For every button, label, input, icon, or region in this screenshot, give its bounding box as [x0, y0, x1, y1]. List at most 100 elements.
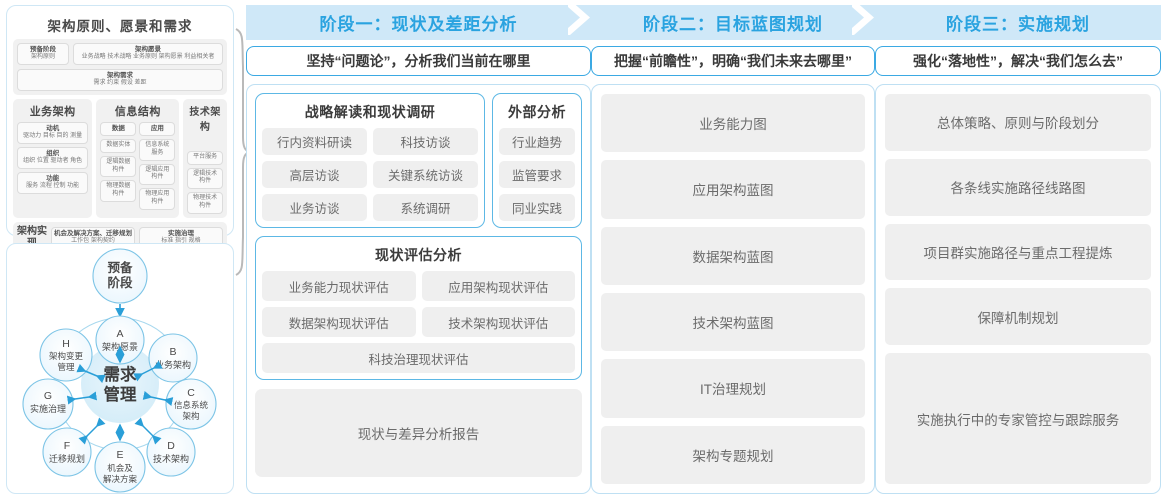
adm-node-a-key: A	[116, 328, 123, 340]
chip-item[interactable]: 架构专题规划	[601, 425, 865, 484]
chip-item[interactable]: 行业趋势	[499, 128, 575, 155]
chip-item[interactable]: 科技治理现状评估	[262, 343, 575, 373]
adm-node-e-label-line2: 解决方案	[103, 474, 138, 484]
chip-item[interactable]: 数据架构蓝图	[601, 226, 865, 285]
adm-node-c-label-line1: 信息系统	[174, 400, 209, 410]
togaf-item: 物理技术构件	[187, 192, 223, 214]
togaf-column-technology: 技术架构 平台服务 逻辑技术构件 物理技术构件	[183, 98, 227, 218]
phase-banner-2-label: 阶段二：目标蓝图规划	[643, 15, 823, 34]
chip-item[interactable]: 行内资料研读	[262, 128, 367, 155]
group-strategy-research: 战略解读和现状调研 行内资料研读 科技访谈 高层访谈 关键系统访谈 业务访谈 系…	[255, 93, 485, 228]
chip-item[interactable]: 监管要求	[499, 161, 575, 188]
togaf-cell-requirements: 架构需求 需求 约束 假设 差距	[17, 68, 223, 91]
adm-node-e	[94, 441, 146, 493]
togaf-impl-title: 机会及解决方案、迁移规划	[54, 229, 132, 237]
group-current-state-assessment: 现状评估分析 业务能力现状评估 应用架构现状评估 数据架构现状评估 技术架构现状…	[255, 236, 582, 380]
adm-node-g-label: 实施治理	[30, 403, 66, 414]
phase-subtitle-3: 强化“落地性”，解决“我们怎么去”	[875, 46, 1161, 76]
togaf-column-title: 技术架构	[189, 106, 221, 133]
adm-node-f	[42, 427, 92, 477]
togaf-item: 信息系统服务	[139, 138, 176, 161]
chip-item[interactable]: 各条线实施路径线路图	[885, 158, 1151, 216]
adm-cycle-svg: 预备 阶段 需求 管理 A 架构愿景 B 业务架构	[22, 248, 217, 493]
chip-item[interactable]: 业务访谈	[262, 194, 367, 221]
chip-item[interactable]: 关键系统访谈	[373, 161, 478, 188]
adm-node-e-label-line1: 机会及	[107, 463, 133, 473]
togaf-item: 组织 组织 位置 驱动者 角色	[17, 146, 89, 169]
adm-node-c-label-line2: 架构	[182, 411, 199, 421]
chip-item[interactable]: 高层访谈	[262, 161, 367, 188]
adm-node-preliminary	[92, 248, 148, 304]
chip-item[interactable]: 科技访谈	[373, 128, 478, 155]
togaf-cell-sub: 需求 约束 假设 差距	[93, 80, 147, 87]
togaf-cell-sub: 业务战略 技术战略 业务原则 架构愿景 利益相关者	[81, 54, 215, 61]
chip-item[interactable]: 数据架构现状评估	[262, 307, 416, 337]
togaf-item: 逻辑技术构件	[187, 167, 223, 190]
togaf-item-sub: 物理技术构件	[193, 195, 218, 210]
adm-center-line2: 管理	[104, 384, 138, 404]
adm-node-e-key: E	[116, 449, 123, 461]
togaf-item-title: 功能	[46, 174, 60, 182]
togaf-item: 逻辑数据构件	[100, 155, 137, 178]
adm-node-a	[95, 315, 145, 365]
togaf-item: 动机 驱动力 目标 目的 测量	[17, 121, 89, 144]
chip-item[interactable]: 应用架构蓝图	[601, 160, 865, 219]
phase-1-report[interactable]: 现状与差异分析报告	[255, 389, 582, 477]
togaf-cell-vision: 架构愿景 业务战略 技术战略 业务原则 架构愿景 利益相关者	[73, 43, 223, 65]
togaf-item-title: 组织	[46, 149, 60, 157]
chip-item[interactable]: 保障机制规划	[885, 288, 1151, 346]
togaf-impl-sub: 标准 指引 规格	[161, 237, 201, 244]
chip-item[interactable]: 业务能力现状评估	[262, 271, 416, 301]
togaf-item-sub: 信息系统服务	[145, 141, 170, 156]
phase-banner-3-label: 阶段三：实施规划	[946, 15, 1090, 34]
adm-node-d	[146, 427, 196, 477]
adm-node-f-key: F	[64, 440, 70, 452]
togaf-impl-sub: 工作包 架构契约	[71, 237, 115, 244]
group-external-analysis-title: 外部分析	[508, 104, 566, 120]
group-external-analysis: 外部分析 行业趋势 监管要求 同业实践	[492, 93, 582, 228]
adm-node-b	[148, 333, 198, 383]
adm-cycle-panel: 预备 阶段 需求 管理 A 架构愿景 B 业务架构	[6, 243, 234, 494]
togaf-impl-title: 实施治理	[168, 229, 194, 237]
adm-node-d-key: D	[167, 440, 175, 452]
adm-node-g-key: G	[44, 390, 52, 402]
adm-node-h-key: H	[62, 338, 70, 350]
chip-item[interactable]: 业务能力图	[601, 94, 865, 153]
togaf-item: 功能 服务 流程 控制 功能	[17, 171, 89, 194]
chip-item[interactable]: 项目群实施路径与重点工程提炼	[885, 223, 1151, 281]
adm-node-b-label: 业务架构	[155, 359, 191, 370]
chip-item[interactable]: 应用架构现状评估	[421, 271, 575, 301]
togaf-item-sub: 平台服务	[193, 153, 218, 160]
phase-subtitle-2: 把握“前瞻性”，明确“我们未来去哪里”	[591, 46, 875, 76]
togaf-column-title: 信息结构	[114, 105, 161, 118]
togaf-content-framework-panel: 架构原则、愿景和需求 预备阶段 架构原则 架构愿景 业务战略 技术战略 业务原则…	[6, 5, 234, 254]
group-strategy-research-title: 战略解读和现状调研	[304, 104, 436, 120]
togaf-item-sub: 组织 位置 驱动者 角色	[23, 157, 83, 164]
chip-item[interactable]: 系统调研	[373, 194, 478, 221]
togaf-cell-title: 架构需求	[107, 71, 133, 79]
togaf-cell-preliminary: 预备阶段 架构原则	[17, 43, 69, 65]
chip-item[interactable]: 同业实践	[499, 194, 575, 221]
phase-3-card: 总体策略、原则与阶段划分 各条线实施路径线路图 项目群实施路径与重点工程提炼 保…	[875, 84, 1161, 494]
togaf-item: 应用	[139, 121, 176, 136]
togaf-item: 物理数据构件	[100, 180, 137, 202]
phase-banner-1: 阶段一：现状及差距分析	[246, 5, 591, 40]
togaf-item-sub: 物理数据构件	[106, 183, 131, 198]
togaf-column-business: 业务架构 动机 驱动力 目标 目的 测量 组织 组织 位置 驱动者 角色 功能	[13, 98, 93, 218]
chip-item[interactable]: 总体策略、原则与阶段划分	[885, 94, 1151, 151]
adm-node-c-key: C	[187, 387, 195, 399]
togaf-item-sub: 逻辑数据构件	[106, 158, 131, 173]
togaf-item-sub: 逻辑应用构件	[145, 166, 170, 181]
chip-item[interactable]: 技术架构现状评估	[421, 307, 575, 337]
chip-item[interactable]: 技术架构蓝图	[601, 292, 865, 352]
phase-2-card: 业务能力图 应用架构蓝图 数据架构蓝图 技术架构蓝图 IT治理规划 架构专题规划	[591, 84, 875, 494]
left-column: 架构原则、愿景和需求 预备阶段 架构原则 架构愿景 业务战略 技术战略 业务原则…	[6, 5, 251, 494]
togaf-item-title: 数据	[111, 124, 125, 132]
phase-banner-2: 阶段二：目标蓝图规划	[591, 5, 875, 40]
togaf-cell-title: 架构愿景	[135, 46, 161, 53]
togaf-item-sub: 物理应用构件	[145, 191, 170, 205]
chip-item[interactable]: IT治理规划	[601, 359, 865, 418]
chip-item[interactable]: 实施执行中的专家管控与跟踪服务	[885, 353, 1151, 485]
adm-node-f-label: 迁移规划	[49, 453, 85, 464]
